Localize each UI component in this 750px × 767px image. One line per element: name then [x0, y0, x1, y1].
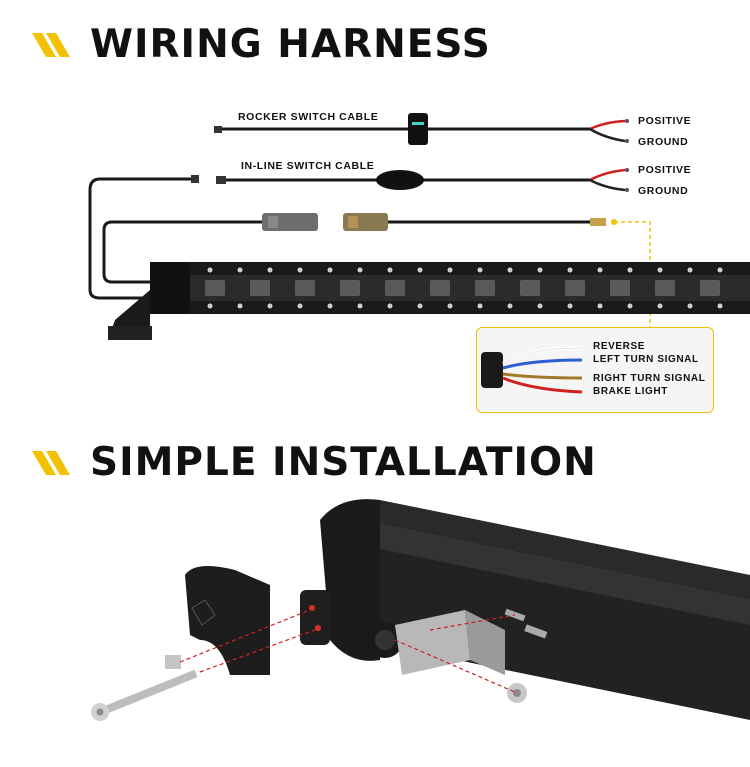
section-title: SIMPLE INSTALLATION — [90, 440, 597, 485]
section-title: WIRING HARNESS — [90, 22, 491, 67]
wiring-diagram — [88, 113, 750, 340]
wiring-harness-heading: WIRING HARNESS — [30, 22, 491, 67]
wire-label-left-turn: LEFT TURN SIGNAL — [593, 354, 699, 365]
rocker-switch-cable — [214, 113, 629, 145]
inline-ground-label: GROUND — [638, 185, 689, 197]
clamp-shell — [185, 566, 270, 675]
inline-switch-cable — [191, 168, 629, 192]
wire-function-callout: REVERSE LEFT TURN SIGNAL RIGHT TURN SIGN… — [476, 327, 714, 413]
mount-clamp — [320, 499, 380, 661]
wire-label-brake: BRAKE LIGHT — [593, 386, 668, 397]
rocker-positive-label: POSITIVE — [638, 115, 692, 127]
rocker-ground-label: GROUND — [638, 136, 689, 148]
connector-cable — [102, 213, 651, 327]
long-bolt — [92, 669, 198, 719]
inline-switch-icon — [376, 170, 424, 190]
stripes-icon — [32, 32, 70, 57]
inline-positive-label: POSITIVE — [638, 164, 692, 176]
wire-label-right-turn: RIGHT TURN SIGNAL — [593, 373, 706, 384]
wire-label-reverse: REVERSE — [593, 341, 645, 352]
stripes-icon — [32, 450, 70, 475]
rocker-switch-cable-label: ROCKER SWITCH CABLE — [238, 111, 379, 123]
rocker-switch-icon — [408, 113, 428, 145]
simple-installation-heading: SIMPLE INSTALLATION — [30, 440, 597, 485]
wire-bundle-icon — [481, 346, 583, 394]
inline-switch-cable-label: IN-LINE SWITCH CABLE — [241, 160, 375, 172]
light-bar — [108, 262, 750, 340]
